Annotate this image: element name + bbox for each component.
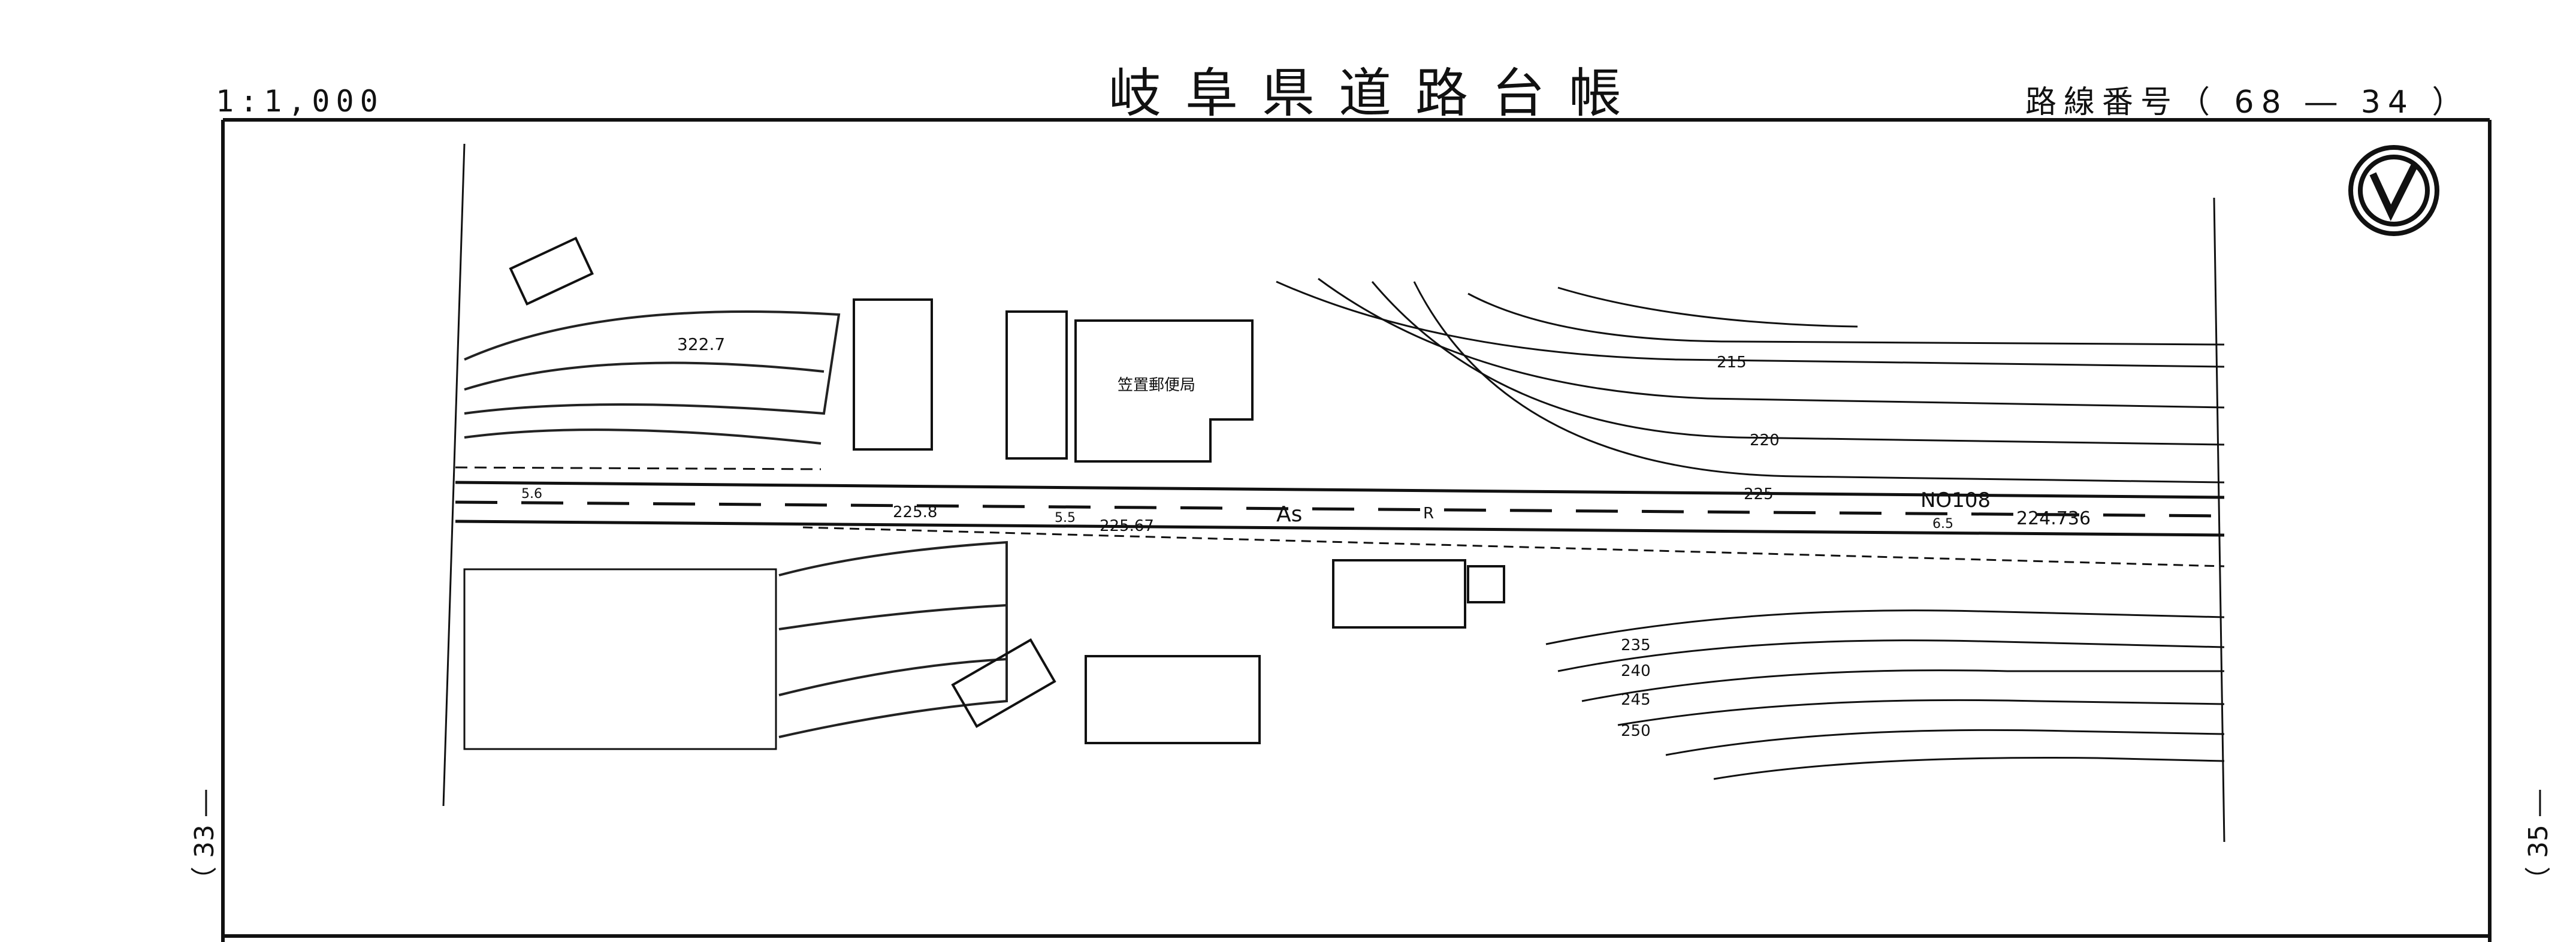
buildings	[509, 236, 1505, 744]
contour-label: 215	[1717, 354, 1747, 372]
lot-outline	[463, 568, 777, 750]
road-width-label: 5.5	[1055, 511, 1076, 526]
fields	[464, 310, 1008, 738]
road-sign-label: R	[1423, 505, 1435, 523]
benchmark-height: 224.736	[2016, 508, 2091, 529]
road-width-label: 6.5	[1932, 517, 1953, 532]
contour-label: 225	[1744, 485, 1774, 503]
contour-label: 250	[1621, 722, 1651, 740]
route-number: 路線番号（ 68 ― 34 ）	[2025, 84, 2471, 120]
map-scale: 1:1,000	[216, 84, 384, 119]
benchmark-label: NO108	[1920, 488, 1991, 512]
contour-label: 245	[1621, 691, 1651, 709]
surface-label: As	[1276, 502, 1303, 527]
contour-label: 220	[1750, 431, 1780, 449]
spot-elevation: 322.7	[677, 334, 726, 354]
post-office-label: 笠置郵便局	[1118, 376, 1196, 394]
spot-elevation: 225.8	[893, 503, 938, 521]
contour-lines-upper	[1276, 277, 2225, 484]
road-width-label: 5.6	[521, 487, 542, 502]
map-frame	[221, 118, 2492, 942]
contour-label: 240	[1621, 662, 1651, 680]
north-arrow-icon	[2348, 145, 2439, 236]
spot-elevation: 225.67	[1100, 517, 1154, 535]
contour-label: 235	[1621, 636, 1651, 654]
road	[455, 466, 2225, 567]
contour-lines-lower	[1545, 609, 2225, 780]
page-title: 岐阜県道路台帳	[1109, 62, 1646, 124]
